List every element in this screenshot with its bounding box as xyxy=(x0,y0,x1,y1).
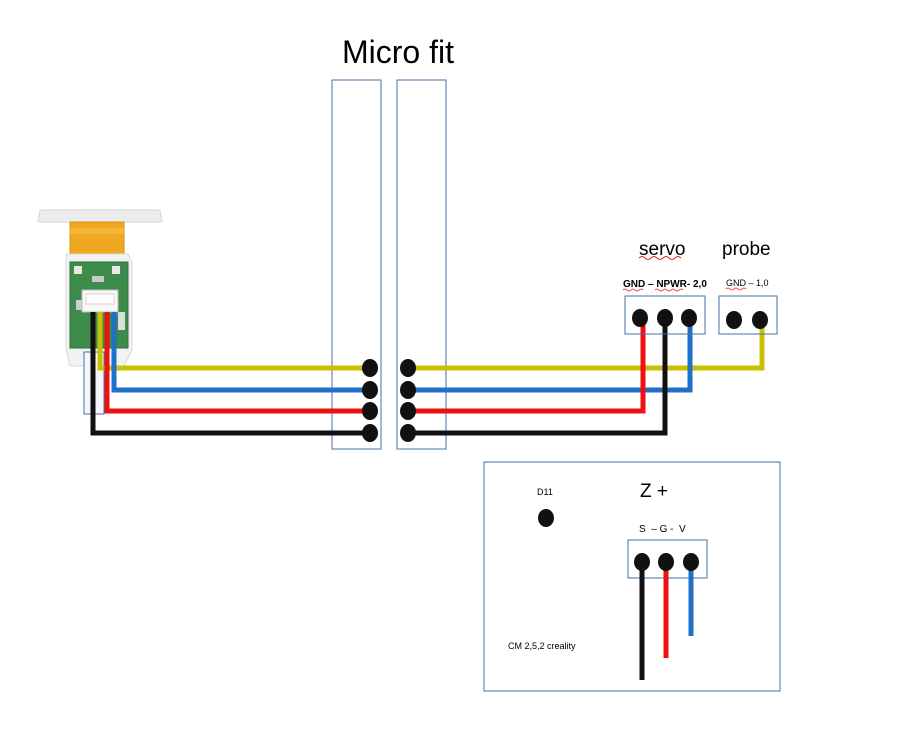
micro-fit-left-pins xyxy=(362,359,378,442)
z-port-pin-label: S – G - V xyxy=(639,524,686,535)
bltouch-probe-icon xyxy=(37,209,163,415)
servo-pin xyxy=(657,309,673,327)
blue-wire-servo xyxy=(408,318,693,393)
connector-title: Micro fit xyxy=(342,34,454,70)
z-port-label: Z + xyxy=(640,481,668,502)
servo-pin xyxy=(632,309,648,327)
micro-fit-pin xyxy=(400,424,416,442)
yellow-wire-sensor xyxy=(97,312,370,371)
micro-fit-left-housing xyxy=(331,79,382,450)
micro-fit-pin xyxy=(400,359,416,377)
board-name: CM 2,5,2 creality xyxy=(508,641,576,651)
z-port-pin xyxy=(658,553,674,571)
micro-fit-pin xyxy=(362,402,378,420)
probe-pin xyxy=(752,311,768,329)
spellcheck-underline xyxy=(725,287,747,291)
yellow-wire-probe xyxy=(408,321,765,371)
black-wire-servo xyxy=(408,318,668,436)
micro-fit-pin xyxy=(362,359,378,377)
servo-pin-label: GND – NPWR- 2,0 xyxy=(623,279,707,290)
z-port-pin xyxy=(634,553,650,571)
micro-fit-right-pins xyxy=(400,359,416,442)
probe-pin xyxy=(726,311,742,329)
probe-pin-label: GND – 1,0 xyxy=(726,278,769,288)
board-pin-label: D11 xyxy=(537,487,553,497)
z-port-pin xyxy=(683,553,699,571)
micro-fit-pin xyxy=(362,424,378,442)
red-wire-servo xyxy=(408,318,646,414)
spellcheck-underline xyxy=(638,256,682,260)
micro-fit-pin xyxy=(400,381,416,399)
probe-label: probe xyxy=(722,239,771,260)
servo-pin xyxy=(681,309,697,327)
probe-connector-housing xyxy=(718,295,778,335)
red-wire-sensor xyxy=(104,312,370,414)
d11-pin xyxy=(538,509,554,527)
servo-label: servo xyxy=(639,239,685,260)
blue-wire-sensor xyxy=(111,312,370,393)
micro-fit-pin xyxy=(362,381,378,399)
mainboard-outline xyxy=(483,461,781,692)
servo-connector-housing xyxy=(624,295,706,335)
micro-fit-pin xyxy=(400,402,416,420)
black-wire-sensor xyxy=(90,312,370,436)
spellcheck-underline xyxy=(622,288,684,292)
micro-fit-right-housing xyxy=(396,79,447,450)
